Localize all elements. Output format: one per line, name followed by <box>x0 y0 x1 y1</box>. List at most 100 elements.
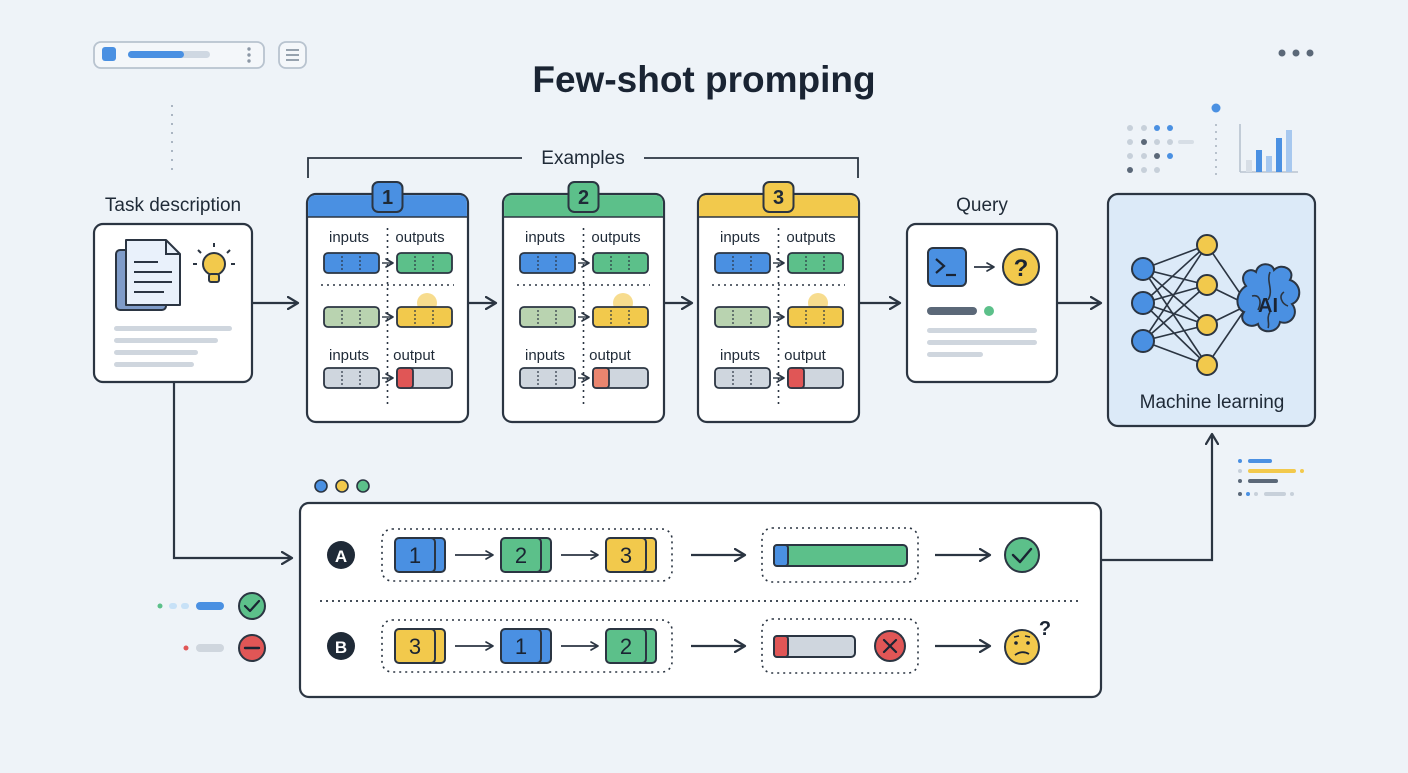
decor-dot-grid <box>1127 103 1221 180</box>
input-bar <box>714 252 771 274</box>
sequence-item-3: 3 <box>394 628 446 664</box>
input-bar <box>519 306 576 328</box>
examples-bracket <box>307 157 859 178</box>
output-bar <box>396 306 453 328</box>
page-title: Few-shot promping <box>532 59 875 100</box>
more-dots-icon[interactable] <box>1278 49 1314 57</box>
sequence-number: 1 <box>515 634 527 659</box>
input-bar <box>714 367 771 389</box>
output-bar <box>592 306 649 328</box>
example-row-label: inputs <box>720 229 760 246</box>
brain-icon: AI <box>1236 263 1301 333</box>
example-number: 2 <box>578 187 589 209</box>
sequence-item-3: 3 <box>605 537 657 573</box>
example-row-label: output <box>784 347 827 364</box>
input-bar <box>714 306 771 328</box>
check-icon <box>1004 537 1040 573</box>
example-card-3: 3 inputs outputs inputs output <box>696 181 861 424</box>
input-node <box>1131 257 1155 281</box>
query-label: Query <box>956 195 1008 216</box>
sequence-item-1: 1 <box>394 537 446 573</box>
row-a-badge <box>327 541 355 569</box>
example-row-label: inputs <box>525 229 565 246</box>
row-a: A 1 2 3 <box>327 527 1040 583</box>
neural-network-icon <box>1131 234 1249 376</box>
example-row-label: outputs <box>786 229 835 246</box>
brain-ai-text: AI <box>1258 295 1278 317</box>
cross-icon <box>874 630 906 662</box>
row-b-badge <box>327 632 355 660</box>
window-dots <box>314 479 370 493</box>
example-row-label: inputs <box>525 347 565 364</box>
example-row-label: inputs <box>720 347 760 364</box>
status-indicators <box>157 592 266 662</box>
flow-arrows <box>172 303 1212 560</box>
input-bar <box>323 306 380 328</box>
sequence-item-2: 2 <box>605 628 657 664</box>
row-a-label: A <box>335 547 347 566</box>
input-bar <box>519 252 576 274</box>
output-bar <box>787 306 844 328</box>
example-row-label: inputs <box>329 347 369 364</box>
row-b-sequence-box <box>381 619 673 673</box>
terminal-icon <box>927 247 967 287</box>
sequence-number: 2 <box>620 634 632 659</box>
sequence-number: 2 <box>515 543 527 568</box>
example-number: 3 <box>773 187 784 209</box>
lightbulb-icon <box>193 243 235 283</box>
sequence-item-2: 2 <box>500 537 552 573</box>
comparison-panel <box>298 501 1103 699</box>
machine-learning-label: Machine learning <box>1140 392 1285 413</box>
example-number-badge: 1 <box>371 181 404 213</box>
example-number-badge: 3 <box>762 181 795 213</box>
bar-chart-icon <box>1239 124 1298 173</box>
example-row-label: outputs <box>591 229 640 246</box>
input-node <box>1131 329 1155 353</box>
svg-text:?: ? <box>1039 618 1051 640</box>
row-a-sequence-box <box>381 528 673 582</box>
example-row-label: inputs <box>329 229 369 246</box>
row-a-output-bar <box>773 544 908 567</box>
sequence-number: 1 <box>409 543 421 568</box>
menu-icon[interactable] <box>278 41 307 69</box>
question-icon: ? <box>1002 248 1040 286</box>
top-left-widget <box>93 41 265 69</box>
hidden-node <box>1196 234 1218 256</box>
hidden-node <box>1196 354 1218 376</box>
svg-text:?: ? <box>1014 255 1029 282</box>
output-bar <box>787 252 844 274</box>
example-number: 1 <box>382 187 393 209</box>
confused-face-icon: ? <box>1004 618 1051 665</box>
sequence-number: 3 <box>409 634 421 659</box>
output-bar <box>396 252 453 274</box>
decor-mini-lines <box>1238 459 1304 496</box>
input-bar <box>323 252 380 274</box>
row-b-output-bar <box>773 635 856 658</box>
sequence-number: 3 <box>620 543 632 568</box>
example-row-label: output <box>589 347 632 364</box>
document-icon <box>115 239 181 311</box>
task-description-card <box>92 222 254 384</box>
query-card: ? <box>905 222 1059 384</box>
example-number-badge: 2 <box>567 181 600 213</box>
row-b: B 3 1 2 ? <box>327 618 1051 674</box>
hidden-node <box>1196 274 1218 296</box>
examples-label: Examples <box>541 148 624 169</box>
minus-icon <box>238 634 266 662</box>
input-node <box>1131 291 1155 315</box>
row-b-label: B <box>335 638 347 657</box>
example-row-label: outputs <box>395 229 444 246</box>
example-row-label: output <box>393 347 436 364</box>
check-icon <box>238 592 266 620</box>
row-b-output-box <box>761 618 919 674</box>
sequence-item-1: 1 <box>500 628 552 664</box>
example-card-2: 2 inputs outputs inputs output <box>501 181 666 424</box>
hidden-node <box>1196 314 1218 336</box>
example-card-1: 1 inputs outputs inputs output <box>305 181 470 424</box>
machine-learning-panel: AI Machine learning <box>1106 192 1317 428</box>
input-bar <box>323 367 380 389</box>
output-bar <box>592 252 649 274</box>
row-a-output-box <box>761 527 919 583</box>
task-description-label: Task description <box>105 195 241 216</box>
